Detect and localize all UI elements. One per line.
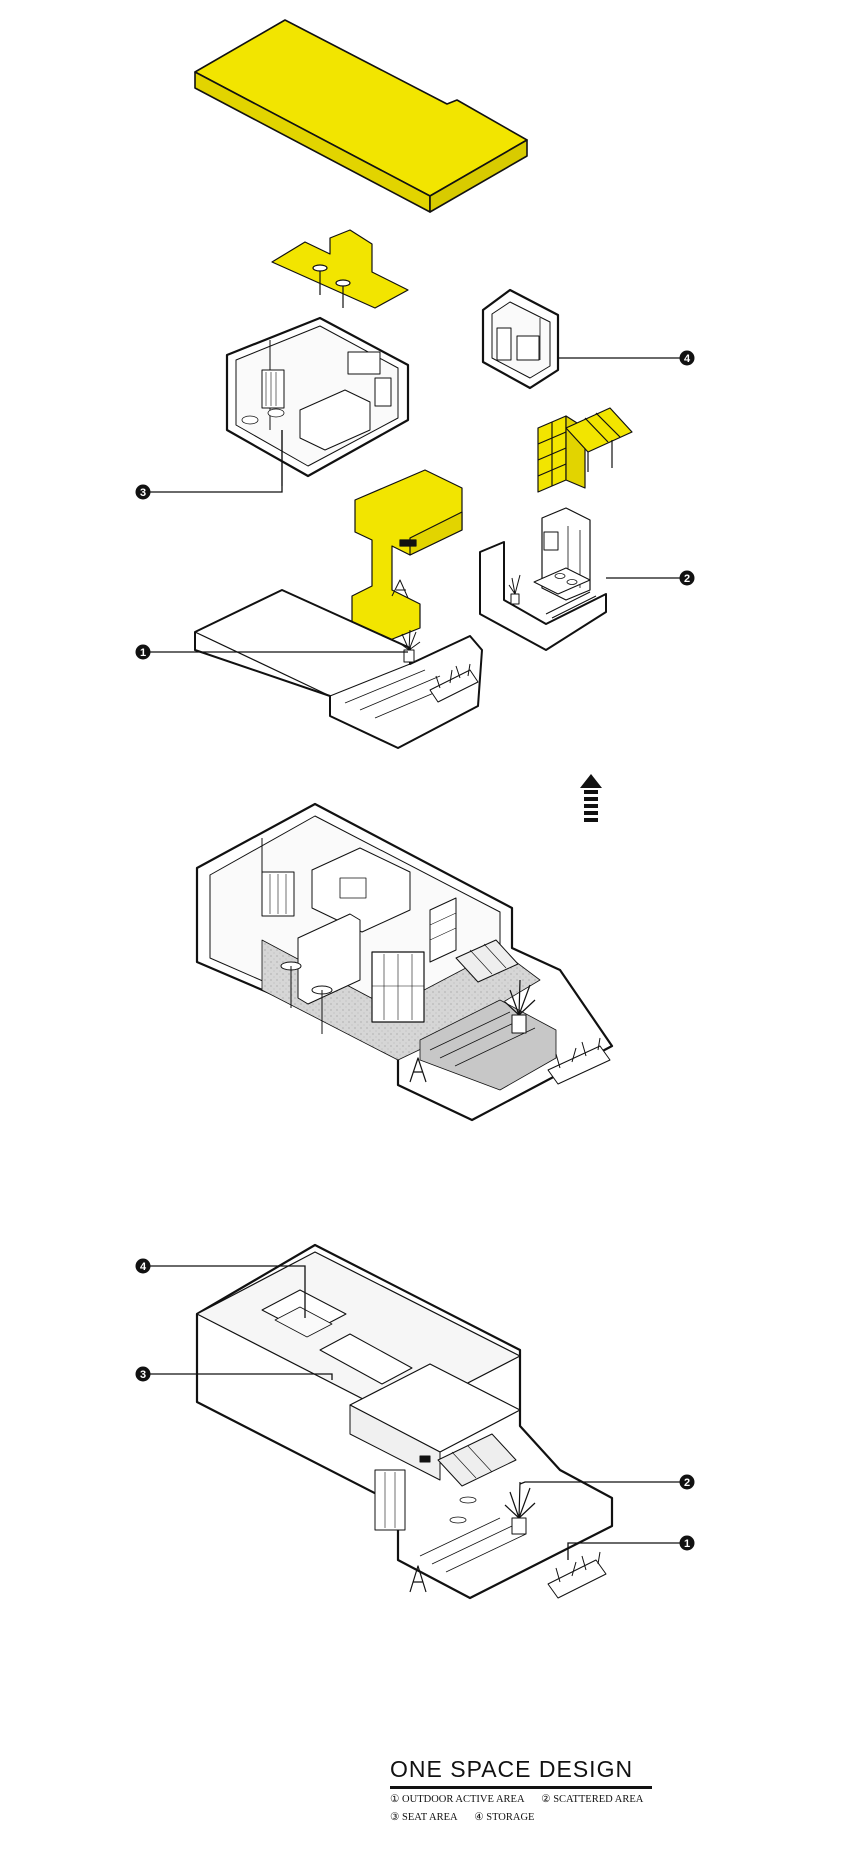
legend-title: ONE SPACE DESIGN — [390, 1756, 634, 1782]
callout-marker-bottom-4: 4 — [135, 1258, 151, 1274]
callout-marker-top-1: 1 — [135, 644, 151, 660]
svg-text:3: 3 — [140, 1369, 146, 1381]
legend-item-seat-area: ③ SEAT AREA — [390, 1812, 458, 1823]
callout-marker-top-4: 4 — [679, 350, 695, 366]
svg-text:1: 1 — [684, 1538, 690, 1550]
storefront-frame — [351, 469, 463, 641]
shelf-canopy — [537, 407, 633, 493]
legend: ONE SPACE DESIGN ① OUTDOOR ACTIVE AREA ②… — [390, 1756, 690, 1825]
svg-text:4: 4 — [140, 1261, 147, 1273]
callout-marker-top-2: 2 — [679, 570, 695, 586]
svg-text:2: 2 — [684, 1477, 690, 1489]
callout-marker-bottom-3: 3 — [135, 1366, 151, 1382]
exterior-view — [195, 1243, 614, 1600]
legend-row-2: ③ SEAT AREA ④ STORAGE — [390, 1810, 690, 1825]
svg-text:1: 1 — [140, 647, 146, 659]
callout-marker-bottom-1: 1 — [679, 1535, 695, 1551]
roof-slab — [194, 19, 528, 213]
callout-marker-bottom-2: 2 — [679, 1474, 695, 1490]
callout-marker-top-3: 3 — [135, 484, 151, 500]
svg-text:2: 2 — [684, 573, 690, 585]
legend-item-outdoor-active-area: ① OUTDOOR ACTIVE AREA — [390, 1794, 525, 1805]
legend-item-scattered-area: ② SCATTERED AREA — [541, 1794, 644, 1805]
outdoor-base — [194, 589, 483, 749]
up-arrow-icon — [580, 774, 602, 822]
legend-item-storage: ④ STORAGE — [474, 1812, 535, 1823]
callout-leaders — [143, 357, 680, 1560]
storage-room — [481, 288, 560, 390]
assembled-interior-view — [195, 802, 614, 1122]
svg-text:3: 3 — [140, 487, 146, 499]
seat-area-cap — [271, 229, 409, 309]
scattered-area-room — [479, 507, 607, 651]
svg-text:4: 4 — [684, 353, 691, 365]
legend-row-1: ① OUTDOOR ACTIVE AREA ② SCATTERED AREA — [390, 1792, 690, 1807]
seat-area-room — [225, 316, 410, 486]
legend-title-underline — [390, 1786, 652, 1789]
